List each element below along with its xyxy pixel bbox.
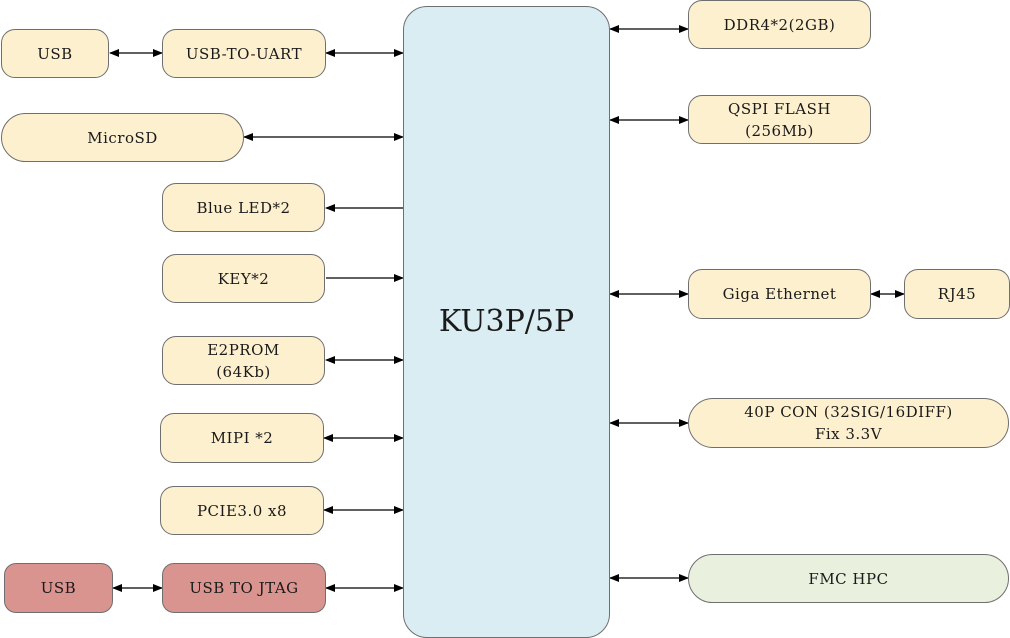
- e2prom-block: E2PROM (64Kb): [162, 336, 325, 385]
- mipi-block: MIPI *2: [160, 413, 324, 463]
- pcie-block: PCIE3.0 x8: [160, 486, 324, 535]
- key-block: KEY*2: [162, 254, 325, 303]
- rj45-block: RJ45: [904, 269, 1010, 319]
- giga-ethernet-block: Giga Ethernet: [688, 269, 871, 319]
- fpga-core-block: KU3P/5P: [403, 6, 610, 638]
- blue-led-block: Blue LED*2: [162, 183, 325, 232]
- 40p-connector-block: 40P CON (32SIG/16DIFF) Fix 3.3V: [688, 398, 1009, 448]
- usb-jtag-port-block: USB: [4, 563, 113, 613]
- usb-uart-port-block: USB: [1, 29, 109, 78]
- usb-to-jtag-block: USB TO JTAG: [162, 563, 326, 613]
- fmc-hpc-block: FMC HPC: [688, 554, 1009, 603]
- qspi-flash-block: QSPI FLASH (256Mb): [688, 95, 871, 144]
- usb-to-uart-block: USB-TO-UART: [162, 29, 326, 78]
- ddr4-block: DDR4*2(2GB): [688, 0, 871, 49]
- microsd-block: MicroSD: [1, 113, 244, 162]
